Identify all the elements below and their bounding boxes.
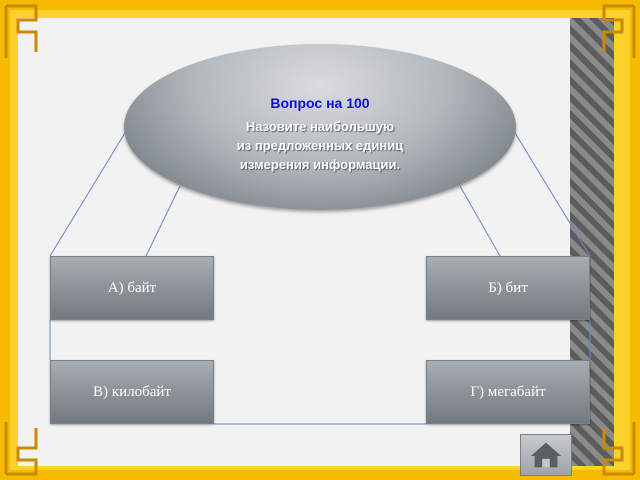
answer-g-button[interactable]: Г) мегабайт [426, 360, 590, 424]
home-button[interactable] [520, 434, 572, 476]
ornament-bottom-left-icon [0, 416, 46, 480]
answer-a-button[interactable]: А) байт [50, 256, 214, 320]
question-text: Назовите наибольшую из предложенных един… [236, 119, 404, 172]
answer-b-button[interactable]: Б) бит [426, 256, 590, 320]
ornament-top-right-icon [594, 0, 640, 64]
ornament-bottom-right-icon [594, 416, 640, 480]
home-icon [530, 442, 562, 468]
question-title: Вопрос на 100 [270, 95, 370, 111]
question-ellipse [124, 44, 516, 210]
ornament-top-left-icon [0, 0, 46, 64]
answer-v-button[interactable]: В) килобайт [50, 360, 214, 424]
